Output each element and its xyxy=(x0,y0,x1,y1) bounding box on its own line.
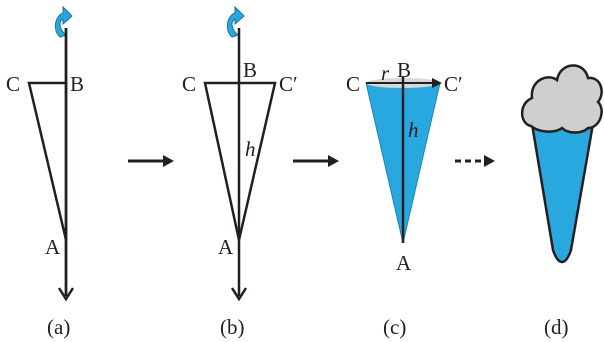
point-label-c: C xyxy=(6,72,20,96)
caption-c: (c) xyxy=(383,315,406,339)
point-label-b: B xyxy=(243,58,257,82)
point-label-b: B xyxy=(397,58,411,82)
point-label-c: C xyxy=(346,72,360,96)
radius-arrowhead xyxy=(432,78,442,88)
point-label-c: C xyxy=(182,72,196,96)
panel-c: C r B C′ h A (c) xyxy=(346,58,463,339)
caption-b: (b) xyxy=(220,315,245,339)
caption-a: (a) xyxy=(47,315,70,339)
ice-cream-scoop xyxy=(520,64,603,134)
height-label: h xyxy=(245,137,256,161)
rotation-arrow-icon xyxy=(54,5,73,38)
arrow-right-icon xyxy=(293,155,339,167)
point-label-a: A xyxy=(218,235,234,259)
panel-d: (d) xyxy=(520,64,603,339)
height-label: h xyxy=(408,118,419,142)
panel-b: C B C′ h A (b) xyxy=(182,5,298,339)
dashed-arrow-right-icon xyxy=(455,155,495,167)
point-label-c-prime: C′ xyxy=(444,72,463,96)
point-label-c-prime: C′ xyxy=(279,72,298,96)
caption-d: (d) xyxy=(544,315,569,339)
point-label-a: A xyxy=(45,235,61,259)
axis-arrowhead xyxy=(230,287,248,302)
axis-arrowhead xyxy=(57,287,75,302)
ice-cream-cone xyxy=(529,116,596,264)
point-label-b: B xyxy=(70,72,84,96)
radius-label: r xyxy=(381,61,390,85)
point-label-a: A xyxy=(396,251,412,275)
arrow-right-icon xyxy=(128,155,174,167)
right-triangle xyxy=(27,81,68,241)
rotation-arrow-icon xyxy=(226,5,245,38)
panel-a: C B A (a) xyxy=(6,5,84,339)
